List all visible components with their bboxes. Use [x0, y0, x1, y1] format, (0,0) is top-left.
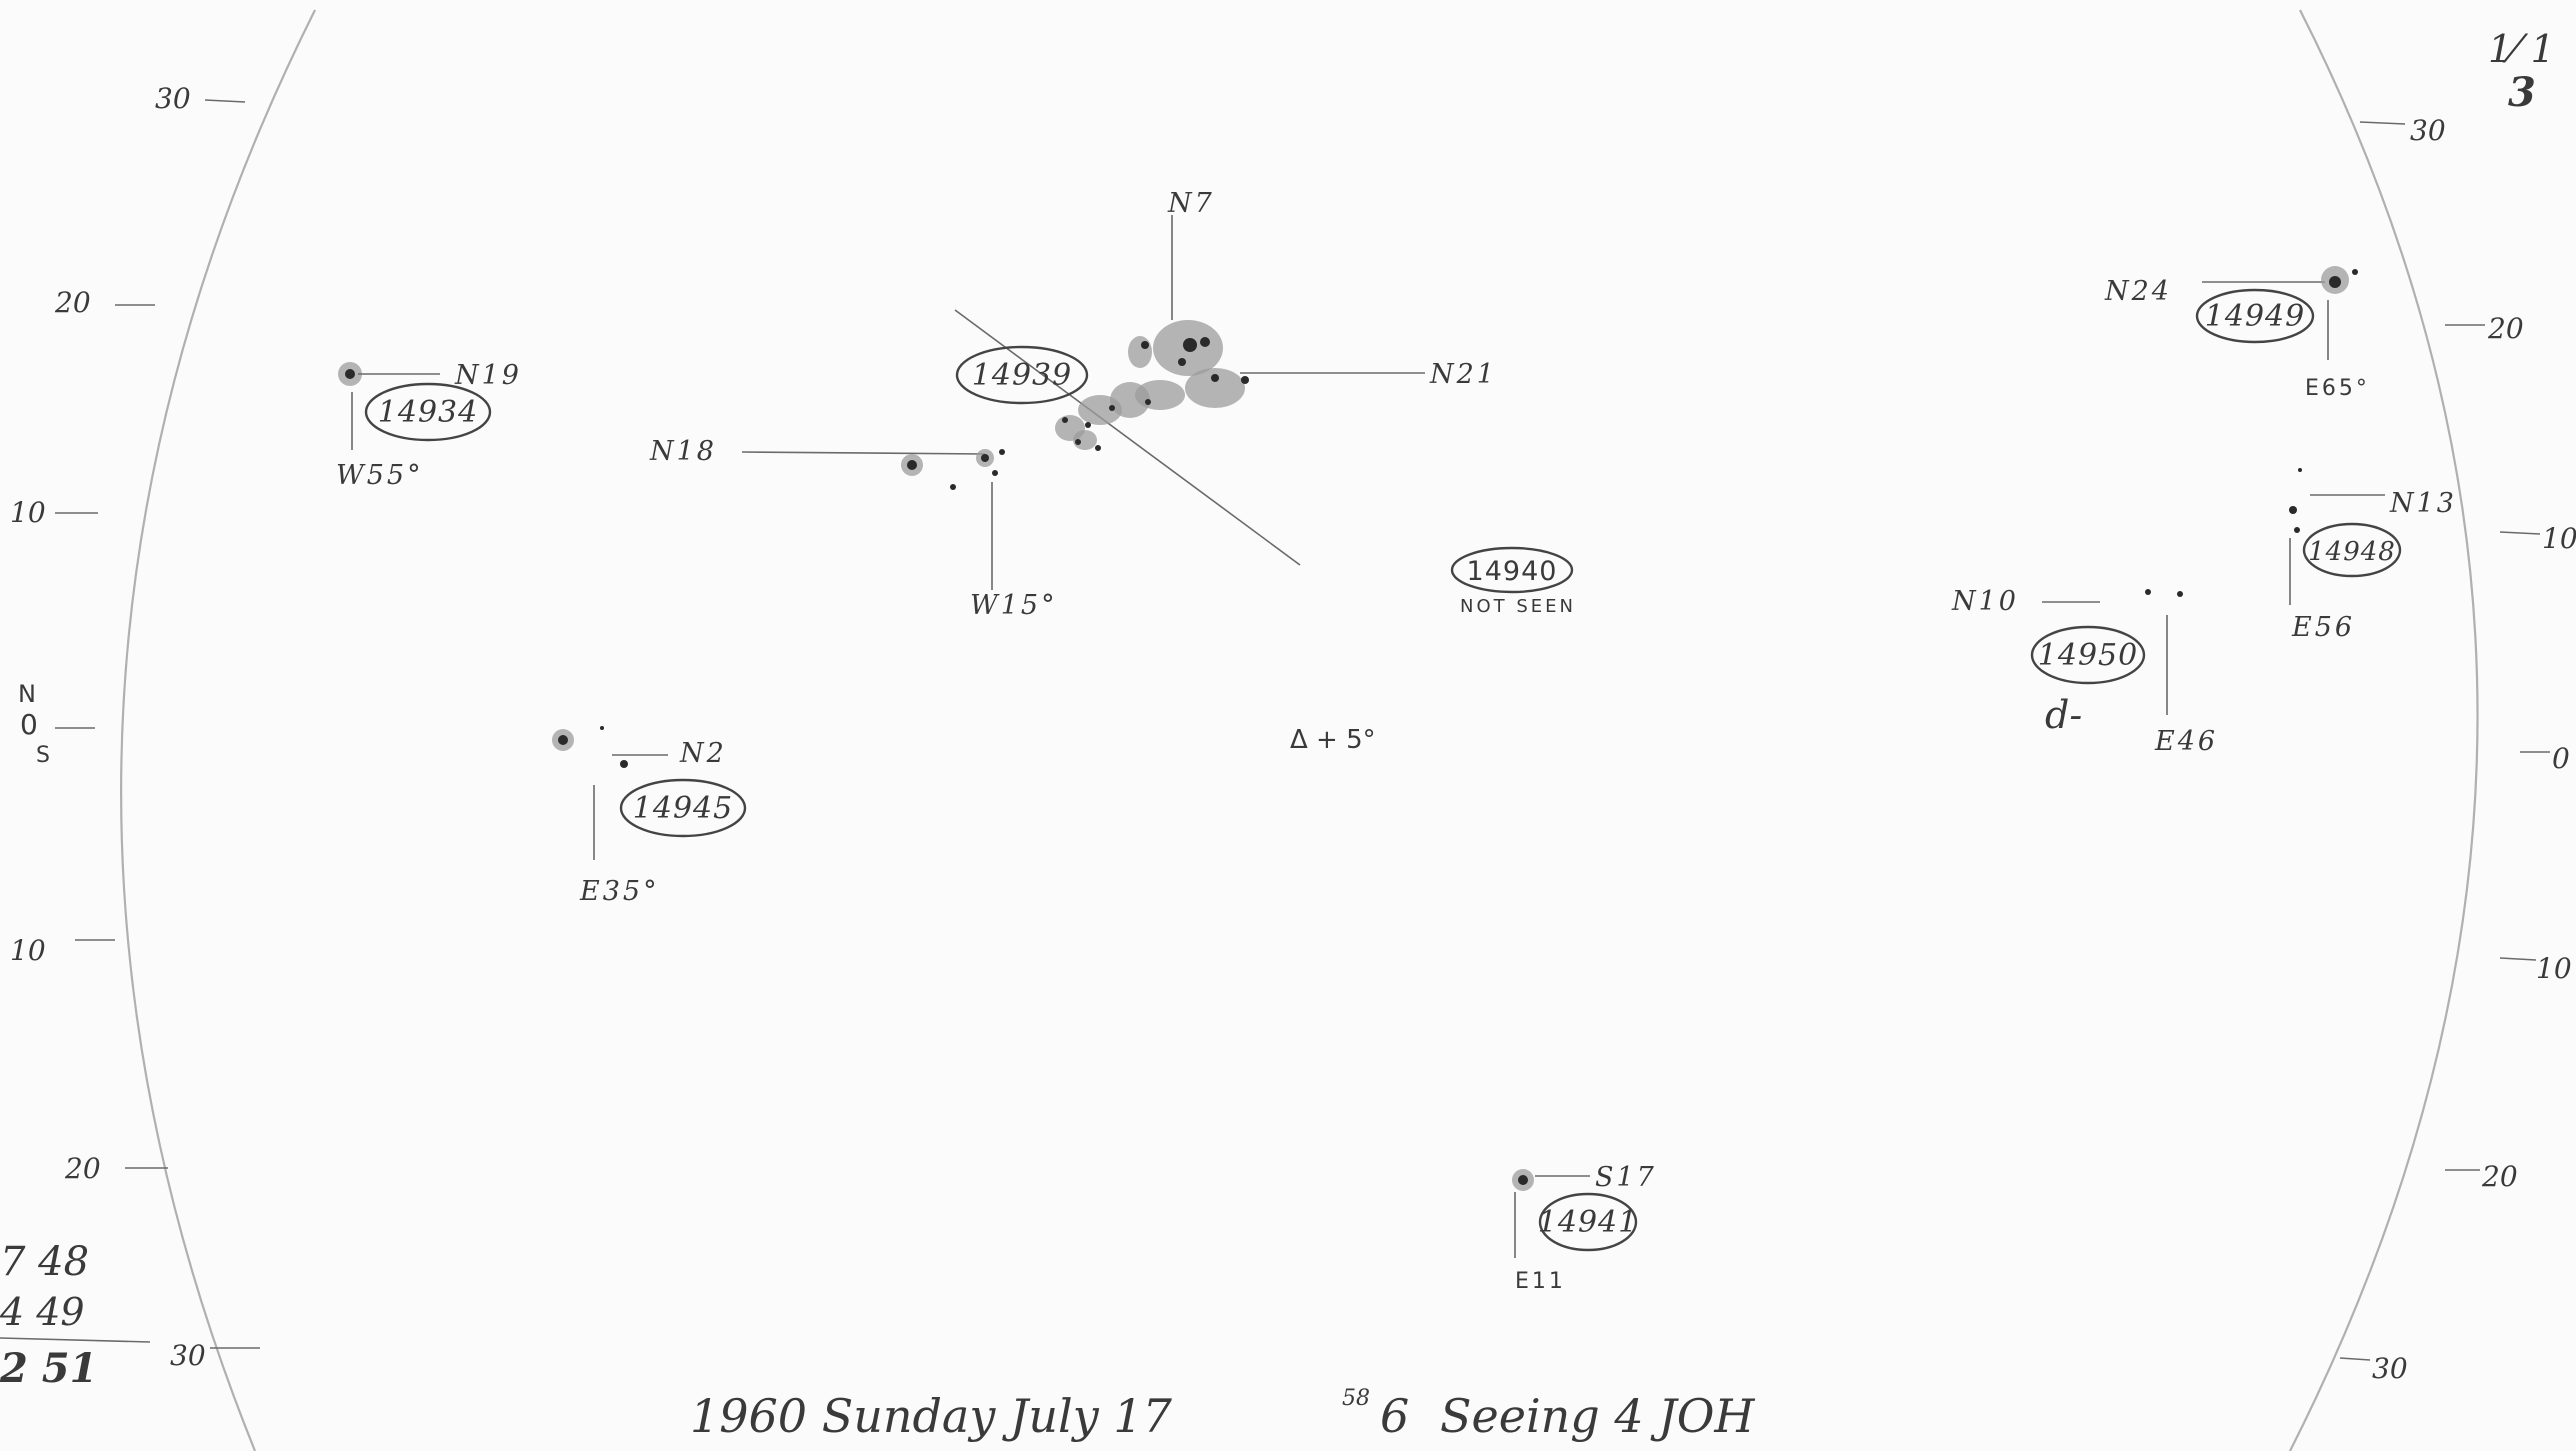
group-class: d- [2045, 693, 2082, 737]
latitude-scale-right: 30 20 10 0 10 20 30 [2339, 114, 2576, 1385]
group-latitude: N19 [454, 360, 522, 391]
group-longitude: E35° [579, 876, 660, 907]
corner-annotation: 1⁄ 1 [2488, 27, 2555, 71]
group-number: 14941 [1538, 1205, 1638, 1240]
sunspot-group-14945: N2 14945 E35° [552, 726, 747, 907]
scale-right-label: 10 [2536, 952, 2572, 985]
group-latitude: N13 [2389, 488, 2457, 519]
group-number-oval [1450, 546, 1574, 594]
central-meridian-mark: Δ + 5° [1290, 725, 1376, 755]
group-latitude: N10 [1951, 586, 2019, 617]
scale-left-label: 20 [54, 286, 91, 319]
scale-left-label: 20 [64, 1152, 101, 1185]
group-latitude: N2 [679, 738, 727, 769]
group-number-oval [2302, 522, 2402, 578]
tally-line: 4 49 [0, 1290, 85, 1334]
solar-limb-left [120, 9, 316, 1451]
group-number-oval [955, 345, 1089, 405]
sunspot-group-14939: N7 N21 14939 [954, 188, 1497, 566]
sunspot-group-14940: 14940 NOT SEEN [1450, 546, 1576, 617]
group-longitude: E11 [1515, 1269, 1566, 1294]
sunspot-group-14934: N19 14934 W55° [336, 360, 522, 491]
group-latitude: N21 [1429, 359, 1497, 390]
group-latitude: N24 [2104, 276, 2172, 307]
tally-line: 7 48 [0, 1239, 89, 1285]
scale-right-label: 10 [2542, 522, 2576, 555]
spot-cluster [1055, 320, 1249, 451]
scale-left-label: 10 [10, 934, 46, 967]
scale-left-label: 30 [155, 82, 191, 115]
corner-annotation-number: 3 [2508, 69, 2536, 116]
scale-left-label: 10 [10, 496, 46, 529]
latitude-scale-left: 30 20 10 N 0 S 10 20 30 [10, 82, 260, 1372]
group-number-oval [2030, 625, 2146, 685]
caption-seeing: Seeing 4 JOH [1440, 1389, 1755, 1443]
group-number-oval [364, 382, 492, 442]
caption-time-superscript: 58 [1342, 1386, 1370, 1411]
group-longitude: E46 [2154, 726, 2218, 757]
group-longitude: E65° [2305, 376, 2370, 401]
sunspot-group-14948: N13 14948 E56 [2289, 468, 2457, 643]
scale-left-label: 0 [20, 708, 38, 741]
tally-line: 2 51 [0, 1345, 97, 1392]
sunspot-group-14949: N24 14949 E65° [2104, 266, 2370, 401]
scale-right-label: 20 [2487, 312, 2524, 345]
caption-time: 6 [1380, 1389, 1409, 1443]
scale-right-label: 30 [2410, 114, 2446, 147]
scale-left-label: S [36, 743, 50, 768]
group-latitude: S17 [1595, 1162, 1657, 1193]
group-number: 14950 [2038, 638, 2138, 673]
group-status: NOT SEEN [1460, 596, 1576, 617]
scale-left-label: N [18, 680, 36, 708]
group-number-oval [2195, 288, 2315, 344]
tally-notes: 7 48 4 49 2 51 [0, 1239, 151, 1392]
group-number-oval [619, 778, 747, 838]
group-number: 14939 [972, 358, 1072, 393]
sunspot-group-14950: N10 14950 d- E46 [1951, 586, 2218, 757]
sunspot-group-n18: N18 W15° [649, 436, 1058, 621]
group-number: 14948 [2308, 537, 2396, 567]
scale-right-label: 20 [2481, 1160, 2518, 1193]
group-latitude: N7 [1167, 188, 1215, 219]
group-number: 14949 [2205, 299, 2305, 334]
solar-limb-right [2289, 9, 2479, 1451]
group-longitude: W55° [336, 460, 424, 491]
group-number: 14945 [633, 791, 733, 826]
group-latitude: N18 [649, 436, 717, 467]
scale-left-label: 30 [170, 1339, 206, 1372]
group-number: 14940 [1467, 556, 1558, 587]
group-number: 14934 [378, 395, 478, 430]
scale-right-label: 30 [2372, 1352, 2408, 1385]
scale-right-label: 0 [2552, 742, 2570, 775]
group-number-oval [1538, 1192, 1638, 1252]
group-longitude: E56 [2291, 612, 2355, 643]
sunspot-group-14941: S17 14941 E11 [1512, 1162, 1657, 1294]
caption-date: 1960 Sunday July 17 [690, 1389, 1173, 1443]
group-longitude: W15° [970, 590, 1058, 621]
observation-caption: 1960 Sunday July 17 58 6 Seeing 4 JOH [690, 1386, 1755, 1443]
